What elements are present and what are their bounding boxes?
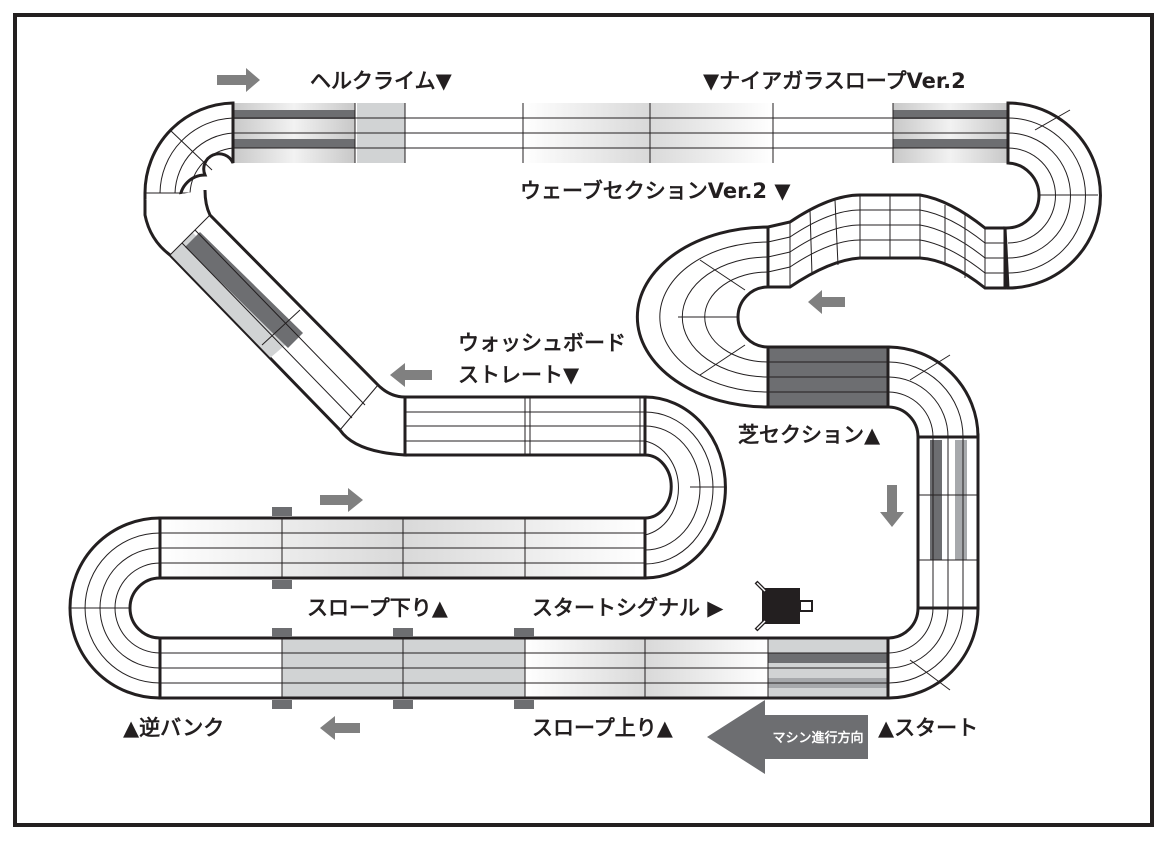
left-arrow-icon bbox=[707, 700, 868, 774]
bottom-straight bbox=[158, 628, 890, 709]
flow-arrows bbox=[217, 68, 904, 740]
u-curve bbox=[635, 225, 770, 409]
flow-arrow-icon bbox=[808, 290, 845, 314]
middle-straight bbox=[158, 507, 647, 589]
direction-arrow: マシン進行方向 bbox=[707, 700, 868, 774]
wave-section bbox=[766, 193, 1007, 290]
flow-arrow-icon bbox=[880, 485, 904, 527]
direction-label: マシン進行方向 bbox=[772, 730, 863, 746]
label-start-signal: スタートシグナル ▶ bbox=[532, 596, 724, 620]
label-slope-up: スロープ上り▲ bbox=[532, 716, 674, 740]
top-straight bbox=[232, 103, 1009, 163]
diagonal-section bbox=[143, 189, 407, 457]
turf-straight bbox=[766, 345, 890, 409]
top-right-curve bbox=[1003, 101, 1102, 290]
label-wave-section: ウェーブセクションVer.2 ▼ bbox=[520, 179, 791, 203]
label-start: ▲スタート bbox=[878, 716, 978, 740]
label-slope-down: スロープ下り▲ bbox=[307, 596, 449, 620]
flow-arrow-icon bbox=[217, 68, 260, 92]
label-washboard-line2: ストレート▼ bbox=[458, 363, 580, 387]
start-signal-icon bbox=[754, 580, 813, 632]
right-vertical-straight bbox=[916, 433, 980, 610]
turf-curve bbox=[886, 345, 980, 439]
section-labels: ヘルクライム▼ ▼ナイアガラスロープVer.2 ウェーブセクションVer.2 ▼… bbox=[123, 69, 978, 740]
track-course bbox=[68, 101, 1102, 709]
label-turf-section: 芝セクション▲ bbox=[738, 423, 881, 447]
left-bank-curve bbox=[68, 516, 162, 700]
label-niagara-slope: ▼ナイアガラスロープVer.2 bbox=[703, 69, 966, 93]
label-reverse-bank: ▲逆バンク bbox=[123, 716, 224, 740]
flow-arrow-icon bbox=[320, 488, 363, 512]
label-washboard-line1: ウォッシュボード bbox=[458, 331, 626, 355]
bottom-right-curve bbox=[886, 606, 980, 700]
label-hell-climb: ヘルクライム▼ bbox=[310, 69, 453, 93]
flow-arrow-icon bbox=[390, 363, 432, 387]
flow-arrow-icon bbox=[320, 716, 360, 740]
washboard-straight bbox=[403, 395, 647, 457]
hairpin-curve bbox=[643, 395, 727, 580]
